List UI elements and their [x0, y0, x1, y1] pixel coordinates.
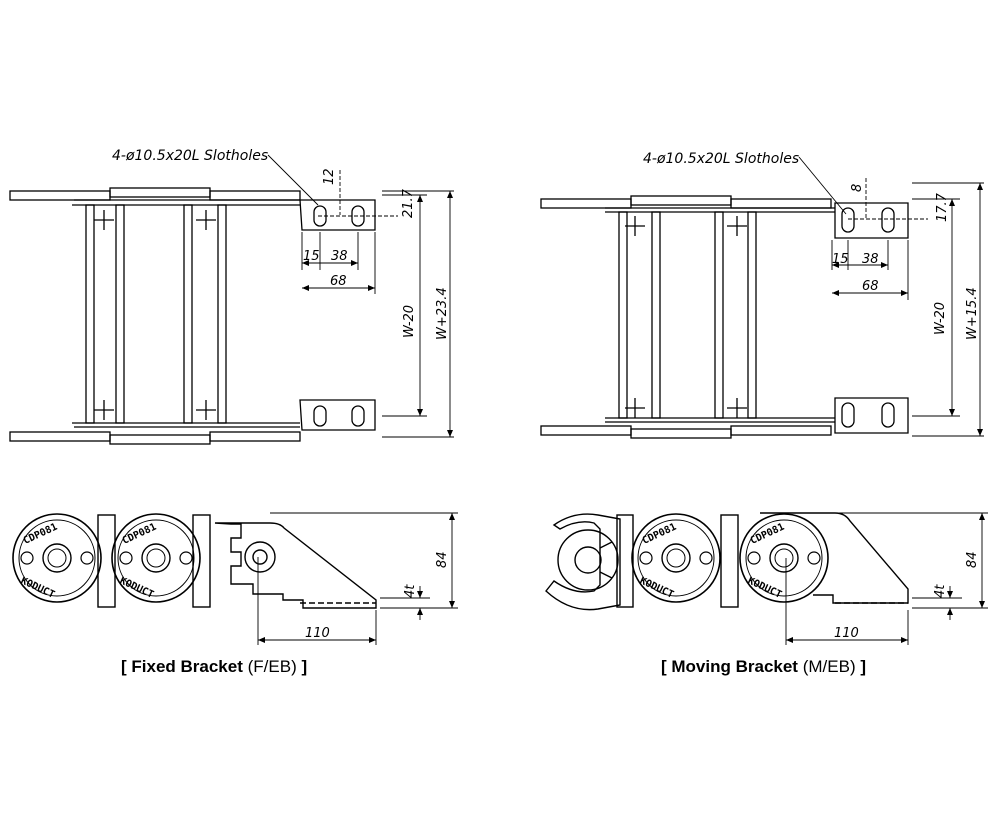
moving-dim-68: 68: [862, 279, 879, 294]
moving-dim-110: 110: [834, 626, 859, 641]
moving-side-dimensions: [785, 512, 988, 645]
moving-slothole-label: 4-ø10.5x20L Slotholes: [643, 151, 799, 167]
moving-top-view: [540, 195, 909, 439]
moving-caption: [ Moving Bracket (M/EB) ]: [661, 657, 866, 677]
moving-dim-84: 84: [965, 551, 980, 568]
moving-top-dimensions: [798, 156, 984, 437]
moving-caption-end: ]: [860, 657, 867, 676]
moving-dim-4t: 4t: [933, 584, 948, 598]
moving-caption-code: (M/EB): [802, 657, 856, 676]
fixed-dim-4t: 4t: [403, 584, 418, 598]
fixed-dim-w23: W+23.4: [435, 287, 450, 340]
fixed-side-view: [12, 513, 377, 609]
moving-dim-38: 38: [862, 252, 879, 267]
fixed-caption-code: (F/EB): [247, 657, 297, 676]
fixed-slothole-label: 4-ø10.5x20L Slotholes: [112, 148, 268, 164]
fixed-dim-68: 68: [330, 274, 347, 289]
fixed-dim-w20: W-20: [402, 305, 417, 338]
fixed-dim-38: 38: [331, 249, 348, 264]
fixed-top-dimensions: [267, 154, 454, 438]
moving-side-view: [545, 512, 909, 611]
fixed-dim-21-7: 21.7: [401, 188, 416, 218]
fixed-dim-110: 110: [305, 626, 330, 641]
fixed-dim-84: 84: [435, 551, 450, 568]
fixed-caption-end: ]: [301, 657, 308, 676]
moving-dim-15: 15: [832, 252, 849, 267]
moving-caption-title: [ Moving Bracket: [661, 657, 798, 676]
fixed-dim-15: 15: [303, 249, 320, 264]
fixed-caption: [ Fixed Bracket (F/EB) ]: [121, 657, 307, 677]
moving-dim-w20: W-20: [933, 302, 948, 335]
moving-dim-w15: W+15.4: [965, 287, 980, 340]
moving-dim-8: 8: [850, 184, 865, 192]
fixed-caption-title: [ Fixed Bracket: [121, 657, 243, 676]
fixed-side-dimensions: [257, 512, 458, 645]
fixed-top-view: [9, 187, 376, 445]
moving-dim-17-7: 17.7: [935, 192, 950, 222]
fixed-dim-12: 12: [322, 168, 337, 185]
